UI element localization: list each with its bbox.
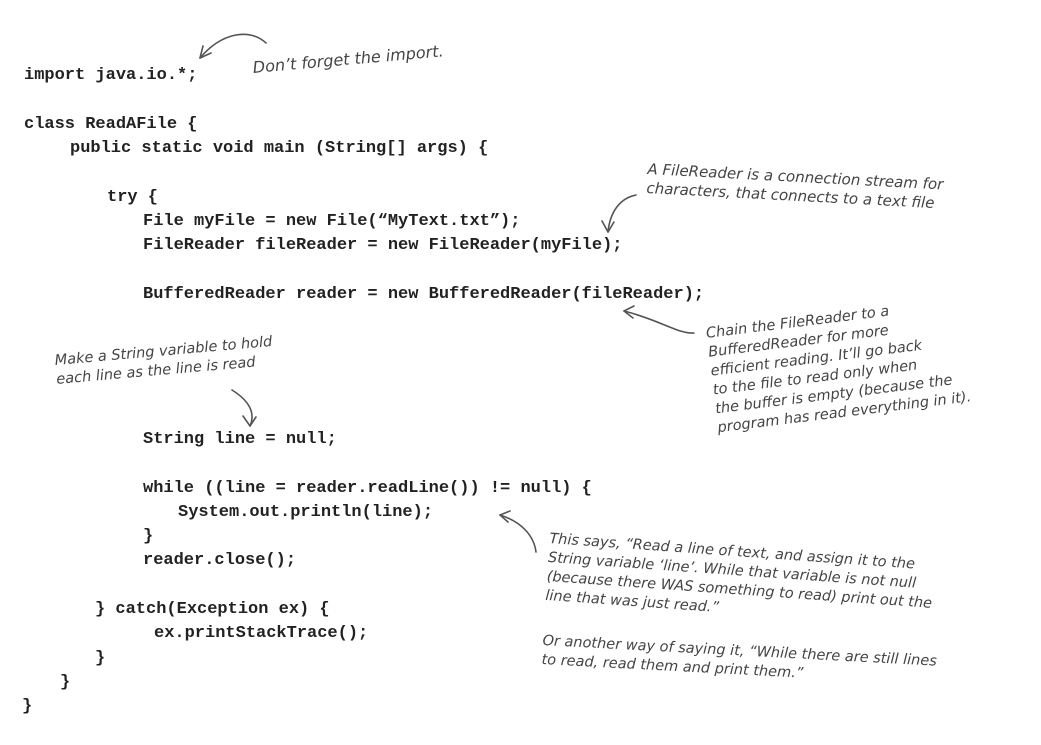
code-line-bufferedreader: BufferedReader reader = new BufferedRead…: [143, 285, 705, 304]
code-line-while-close: }: [143, 527, 154, 546]
code-line-catch-close: }: [95, 649, 106, 668]
arrow-bufferedreader-icon: [623, 305, 695, 334]
code-line-while: while ((line = reader.readLine()) != nul…: [143, 479, 592, 498]
code-line-class-close: }: [22, 697, 33, 716]
code-line-main-close: }: [60, 673, 71, 692]
code-line-file: File myFile = new File(“MyText.txt”);: [143, 212, 521, 231]
code-line-println: System.out.println(line);: [178, 503, 434, 522]
code-line-import: import java.io.*;: [24, 66, 198, 85]
arrow-import-icon: [199, 33, 267, 59]
arrow-while-loop-icon: [499, 510, 537, 553]
code-line-try: try {: [107, 188, 159, 207]
code-line-string: String line = null;: [143, 430, 337, 449]
code-line-main: public static void main (String[] args) …: [70, 139, 489, 158]
code-line-class: class ReadAFile {: [24, 115, 198, 134]
arrow-filereader-icon: [601, 194, 637, 233]
code-line-filereader: FileReader fileReader = new FileReader(m…: [143, 236, 623, 255]
code-line-close: reader.close();: [143, 551, 297, 570]
code-line-catch: } catch(Exception ex) {: [95, 600, 330, 619]
code-line-stacktrace: ex.printStackTrace();: [154, 624, 369, 643]
arrow-string-variable-icon: [231, 389, 257, 427]
